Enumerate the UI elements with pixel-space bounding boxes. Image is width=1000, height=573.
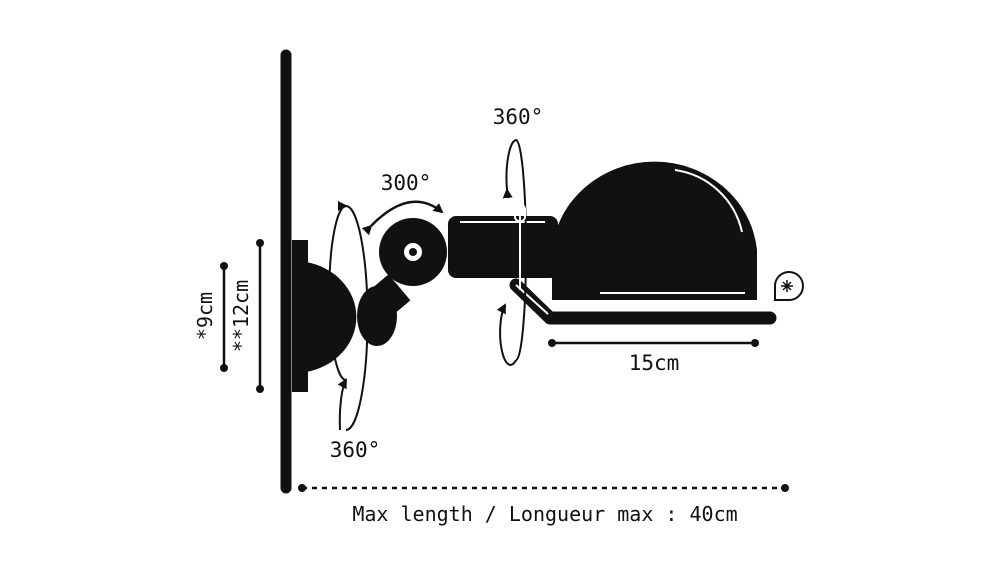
label-9cm: *9cm bbox=[193, 292, 217, 340]
lamp-shade bbox=[552, 161, 757, 300]
label-15cm: 15cm bbox=[629, 351, 680, 375]
label-12cm: **12cm bbox=[229, 280, 253, 352]
dimension-9cm bbox=[220, 262, 228, 372]
label-rotation-mid: 300° bbox=[381, 171, 432, 195]
pivot-hole-core bbox=[409, 248, 417, 256]
dimension-15cm bbox=[548, 339, 759, 347]
label-rotation-top: 360° bbox=[493, 105, 544, 129]
shade-highlight-arc bbox=[674, 169, 743, 233]
head-arm bbox=[448, 216, 558, 278]
base-dome bbox=[306, 262, 357, 372]
pivot-rotation-arrow bbox=[361, 200, 444, 236]
label-max-length: Max length / Longueur max : 40cm bbox=[352, 502, 737, 526]
lower-arm bbox=[365, 274, 411, 320]
bulb-icon bbox=[774, 271, 804, 301]
dimension-12cm bbox=[256, 239, 264, 393]
label-rotation-bottom: 360° bbox=[330, 438, 381, 462]
shade-handle-highlight bbox=[515, 284, 549, 315]
dimension-max-length bbox=[298, 484, 789, 492]
wall-mount-plate bbox=[292, 240, 308, 392]
head-rotation-indicator bbox=[496, 139, 527, 366]
